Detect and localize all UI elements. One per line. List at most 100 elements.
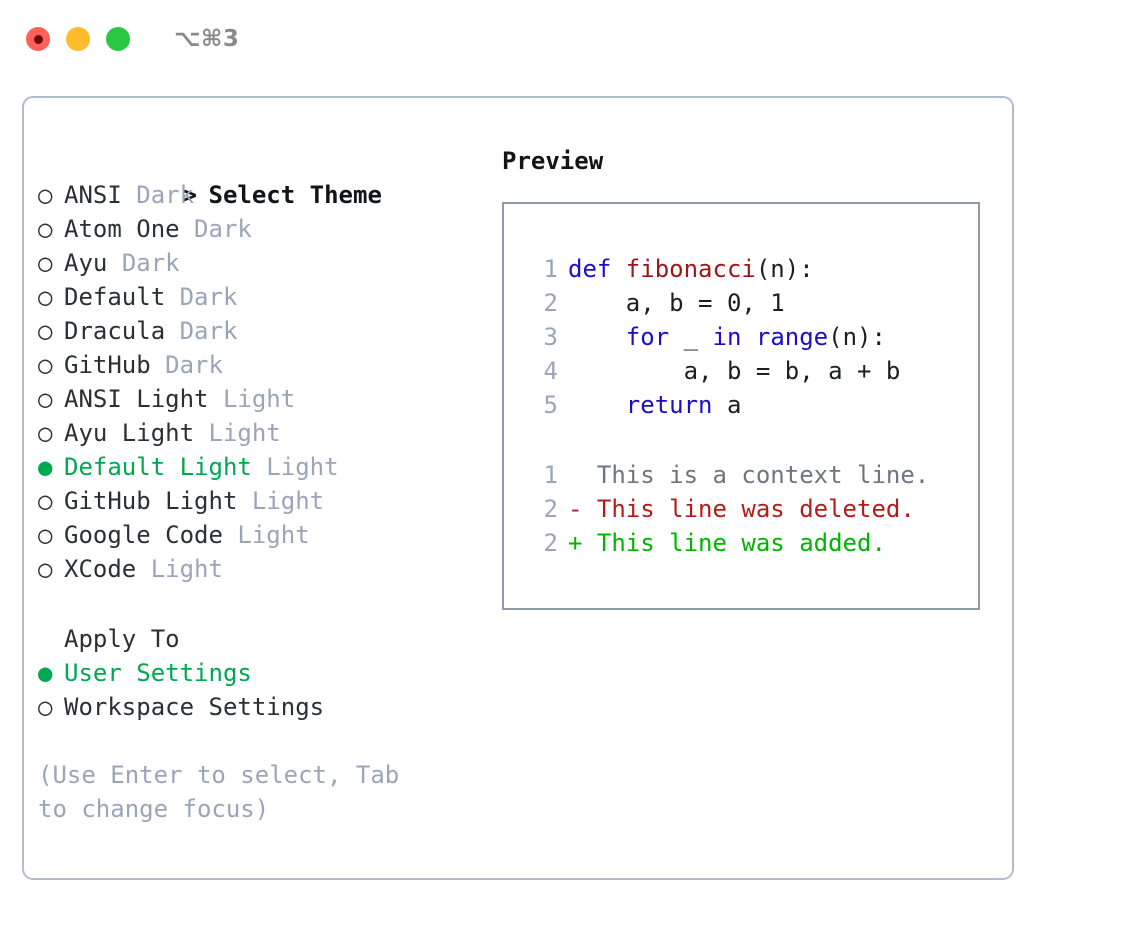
apply-to-list[interactable]: ●User Settings ○ Workspace Settings [38, 656, 478, 724]
spacer [237, 487, 251, 515]
theme-list-item[interactable]: ●Default Light Light [38, 450, 478, 484]
code-line: 5 return a [504, 388, 978, 422]
code-token-plain: (n): [828, 323, 886, 351]
radio-unselected-icon: ○ [38, 181, 53, 209]
radio-unselected-icon: ○ [38, 351, 53, 379]
theme-list-item[interactable]: ○GitHub Dark [38, 348, 478, 382]
code-token-plain: _ [669, 323, 713, 351]
theme-list-item[interactable]: ○ANSI Light Light [38, 382, 478, 416]
radio-unselected-icon: ○ [38, 419, 53, 447]
apply-to-item[interactable]: ○ Workspace Settings [38, 690, 478, 724]
theme-list-header-label: Select Theme [208, 181, 382, 209]
code-line: 3 for _ in range(n): [504, 320, 978, 354]
line-number: 2 [543, 495, 558, 523]
apply-to-header: Apply To [64, 625, 180, 653]
apply-to-item[interactable]: ●User Settings [38, 656, 478, 690]
code-line: 4 a, b = b, a + b [504, 354, 978, 388]
theme-list-item[interactable]: ○Dracula Dark [38, 314, 478, 348]
spacer [180, 215, 194, 243]
theme-mode-label: Light [237, 521, 310, 549]
theme-list-item[interactable]: ○XCode Light [38, 552, 478, 586]
radio-unselected-icon: ○ [38, 215, 53, 243]
hint-spacer [38, 724, 478, 758]
spacer [122, 181, 136, 209]
theme-name: Ayu [64, 249, 108, 277]
close-button[interactable] [26, 27, 50, 51]
line-number: 1 [543, 255, 558, 283]
spacer [582, 495, 596, 523]
theme-mode-label: Dark [179, 283, 238, 311]
radio-unselected-icon: ○ [38, 555, 53, 583]
spacer [252, 453, 266, 481]
diff-sign [568, 461, 582, 489]
theme-list-item[interactable]: ○ Default Dark [38, 280, 478, 314]
theme-name: Ayu Light [64, 419, 195, 447]
theme-list-item[interactable]: ○ Ayu Dark [38, 246, 478, 280]
apply-to-label: Workspace Settings [64, 693, 325, 721]
spacer [136, 555, 150, 583]
spacer [582, 529, 596, 557]
theme-mode-label: Light [208, 419, 281, 447]
spacer [165, 317, 179, 345]
theme-name: Dracula [64, 317, 166, 345]
theme-selector-panel: >Select Theme ○ANSI Dark○Atom One Dark○A… [38, 144, 478, 826]
maximize-button[interactable] [106, 27, 130, 51]
theme-name: Default [64, 283, 166, 311]
title-bar: ⌥⌘3 [0, 0, 1140, 78]
code-token-kw: for [625, 323, 670, 351]
theme-mode-label: Light [251, 487, 325, 515]
theme-list[interactable]: ○ ANSI Dark ○ Atom One Dark ○ Ayu Dark ○ Defaul… [38, 178, 478, 586]
diff-line: 2- This line was deleted. [504, 492, 978, 526]
theme-list-item[interactable]: ○ ANSI Dark [38, 178, 478, 212]
code-diff-spacer [504, 422, 978, 458]
spacer [107, 249, 121, 277]
theme-name: Atom One [64, 215, 180, 243]
diff-sign: - [568, 495, 583, 523]
theme-list-item[interactable]: ○Google Code Light [38, 518, 478, 552]
code-token-kw: return [625, 391, 713, 419]
theme-mode-label: Dark [165, 351, 223, 379]
line-number: 3 [543, 323, 558, 351]
theme-list-item[interactable]: ○ Ayu Light Light [38, 416, 478, 450]
header-caret-icon: > [182, 181, 197, 209]
code-token-plain: (n): [755, 255, 814, 283]
code-token-fn: fibonacci [625, 255, 756, 283]
radio-unselected-icon: ○ [38, 487, 53, 515]
diff-sign: + [568, 529, 583, 557]
radio-unselected-icon: ○ [38, 693, 53, 721]
line-number: 2 [543, 289, 558, 317]
theme-mode-label: Dark [121, 249, 180, 277]
diff-text: This is a context line. [596, 461, 930, 489]
theme-mode-label: Dark [194, 215, 252, 243]
radio-unselected-icon: ○ [38, 283, 53, 311]
theme-mode-label: Light [222, 385, 296, 413]
radio-unselected-icon: ○ [38, 249, 53, 277]
theme-mode-label: Light [266, 453, 339, 481]
theme-name: ANSI [64, 181, 122, 209]
radio-selected-icon: ● [38, 453, 53, 481]
line-number: 2 [543, 529, 558, 557]
spacer [209, 385, 223, 413]
theme-mode-label: Dark [179, 317, 238, 345]
spacer [194, 419, 208, 447]
theme-list-item[interactable]: ○ Atom One Dark [38, 212, 478, 246]
diff-line: 2 + This line was added. [504, 526, 978, 560]
minimize-button[interactable] [66, 27, 90, 51]
code-token-plain: a, b = 0, 1 [568, 289, 785, 317]
theme-mode-label: Dark [136, 181, 195, 209]
keyboard-hint-text: (Use Enter to select, Tab to change focu… [38, 761, 414, 823]
radio-unselected-icon: ○ [38, 385, 53, 413]
preview-title: Preview [502, 147, 604, 175]
code-token-kw: in [712, 323, 742, 351]
theme-name: XCode [64, 555, 137, 583]
diff-text: This line was deleted. [596, 495, 915, 523]
code-token-plain [568, 323, 626, 351]
spacer [165, 283, 179, 311]
theme-list-item[interactable]: ○GitHub Light Light [38, 484, 478, 518]
theme-list-header: > Select Theme [38, 144, 478, 209]
diff-text: This line was added. [596, 529, 886, 557]
